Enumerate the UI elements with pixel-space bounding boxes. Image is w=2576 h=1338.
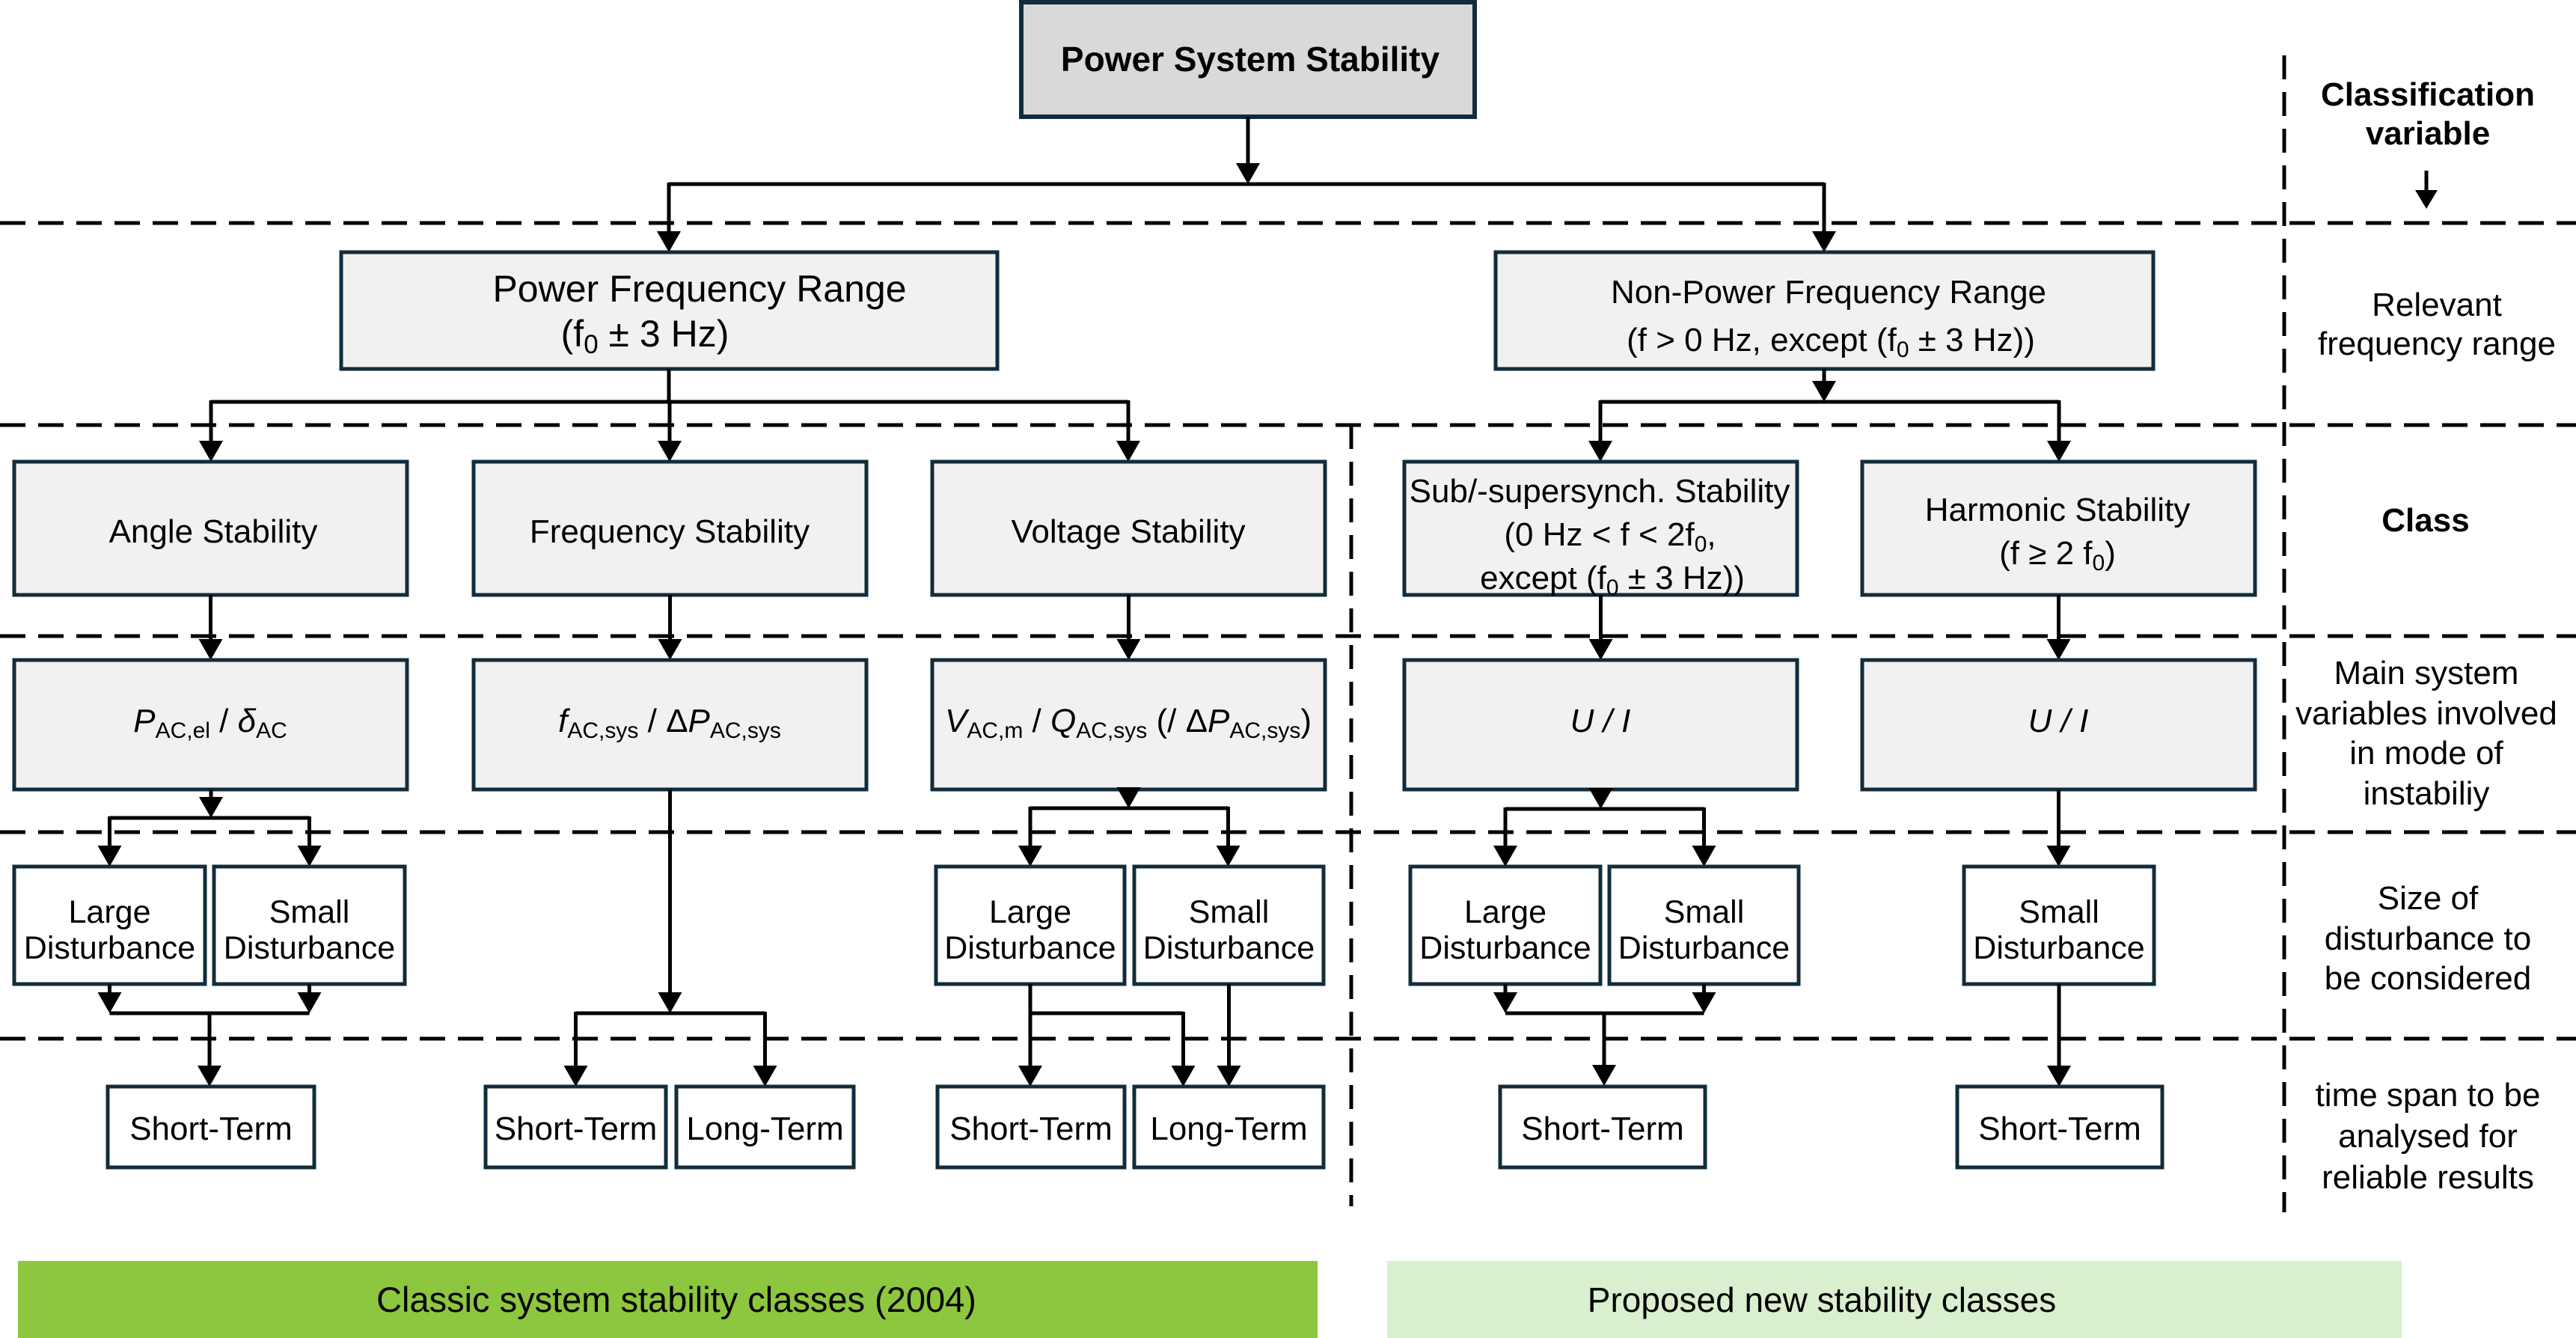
svg-text:Classification: Classification — [2321, 76, 2535, 113]
svg-text:Disturbance: Disturbance — [1618, 930, 1790, 966]
svg-text:Large: Large — [989, 894, 1071, 930]
svg-text:frequency range: frequency range — [2318, 326, 2556, 362]
svg-text:Non-Power Frequency Range: Non-Power Frequency Range — [1611, 274, 2046, 311]
svg-text:(f ≥ 2 f0): (f ≥ 2 f0) — [1999, 535, 2116, 575]
svg-text:(f0 ± 3 Hz): (f0 ± 3 Hz) — [561, 313, 729, 359]
svg-text:disturbance to: disturbance to — [2325, 920, 2531, 957]
svg-text:variables involved: variables involved — [2295, 695, 2557, 732]
svg-text:Short-Term: Short-Term — [949, 1111, 1113, 1147]
svg-text:Large: Large — [1464, 894, 1546, 930]
svg-text:Class: Class — [2381, 502, 2469, 539]
svg-text:Short-Term: Short-Term — [1978, 1111, 2141, 1147]
svg-text:Frequency Stability: Frequency Stability — [530, 513, 810, 550]
svg-text:analysed for: analysed for — [2338, 1118, 2518, 1155]
svg-text:Classic system stability class: Classic system stability classes (2004) — [376, 1280, 976, 1319]
svg-text:Power Frequency Range: Power Frequency Range — [492, 268, 906, 310]
svg-text:Disturbance: Disturbance — [1419, 930, 1591, 966]
svg-text:except (f0 ± 3 Hz)): except (f0 ± 3 Hz)) — [1480, 560, 1745, 600]
svg-text:Small: Small — [2019, 894, 2099, 930]
svg-text:Small: Small — [1664, 894, 1745, 930]
svg-text:Power System Stability: Power System Stability — [1061, 40, 1440, 79]
svg-text:reliable results: reliable results — [2322, 1159, 2534, 1196]
svg-text:Long-Term: Long-Term — [686, 1111, 843, 1147]
svg-text:Small: Small — [1189, 894, 1270, 930]
svg-text:(f > 0 Hz, except (f0 ± 3 Hz)): (f > 0 Hz, except (f0 ± 3 Hz)) — [1627, 322, 2035, 362]
svg-text:Disturbance: Disturbance — [1973, 930, 2144, 966]
svg-text:Relevant: Relevant — [2372, 287, 2502, 323]
svg-text:Short-Term: Short-Term — [129, 1111, 293, 1147]
svg-text:Size of: Size of — [2378, 880, 2479, 917]
svg-text:Main system: Main system — [2334, 655, 2519, 691]
svg-text:Disturbance: Disturbance — [1143, 930, 1315, 966]
svg-text:Harmonic Stability: Harmonic Stability — [1925, 492, 2191, 528]
svg-text:Short-Term: Short-Term — [495, 1111, 658, 1147]
svg-text:instabiliy: instabiliy — [2364, 775, 2490, 812]
svg-text:variable: variable — [2366, 115, 2490, 152]
svg-text:Small: Small — [269, 894, 350, 930]
svg-text:Sub/-supersynch. Stability: Sub/-supersynch. Stability — [1410, 473, 1790, 510]
svg-text:Proposed new stability classes: Proposed new stability classes — [1588, 1280, 2056, 1319]
svg-text:Disturbance: Disturbance — [224, 930, 395, 966]
svg-text:(0 Hz < f < 2f0,: (0 Hz < f < 2f0, — [1504, 516, 1716, 557]
svg-text:Large: Large — [69, 894, 151, 930]
svg-text:be considered: be considered — [2325, 960, 2531, 997]
svg-text:Voltage Stability: Voltage Stability — [1011, 513, 1245, 550]
svg-text:U / I: U / I — [2028, 703, 2089, 739]
svg-text:in mode of: in mode of — [2349, 735, 2503, 772]
svg-text:Short-Term: Short-Term — [1521, 1111, 1684, 1147]
svg-text:PAC,el / δAC: PAC,el / δAC — [133, 703, 287, 743]
svg-text:Disturbance: Disturbance — [944, 930, 1116, 966]
svg-text:U / I: U / I — [1570, 703, 1631, 739]
svg-text:Long-Term: Long-Term — [1150, 1111, 1307, 1147]
svg-text:time span to be: time span to be — [2316, 1077, 2541, 1114]
svg-text:Angle Stability: Angle Stability — [109, 513, 318, 550]
svg-text:VAC,m / QAC,sys (/ ΔPAC,sys): VAC,m / QAC,sys (/ ΔPAC,sys) — [945, 703, 1312, 743]
svg-text:Disturbance: Disturbance — [24, 930, 195, 966]
